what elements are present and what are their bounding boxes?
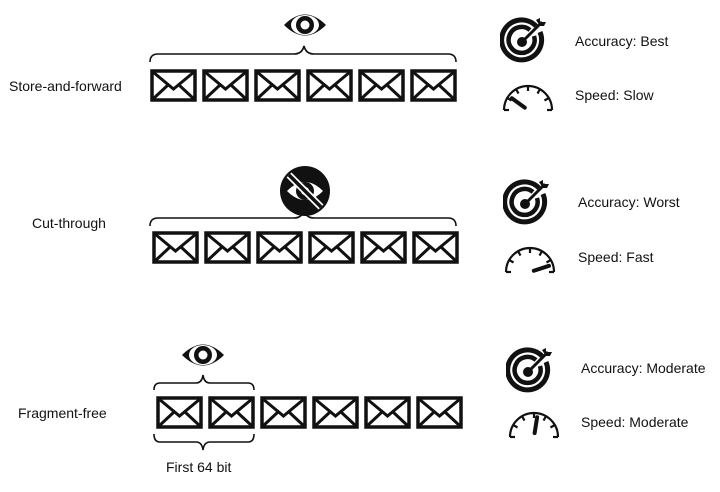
target-icon — [500, 17, 546, 63]
speedometer-icon — [502, 84, 554, 112]
row-label-cut-through: Cut-through — [32, 215, 106, 231]
accuracy-label: Accuracy: Worst — [578, 194, 680, 210]
envelope-icon — [156, 396, 203, 429]
row-label-store-and-forward: Store-and-forward — [9, 78, 122, 94]
frame-bracket-full — [149, 45, 457, 63]
envelope-icon — [360, 231, 407, 264]
speedometer-icon — [504, 246, 556, 274]
speed-label: Speed: Fast — [578, 249, 654, 265]
bracket-caption: First 64 bit — [166, 459, 232, 475]
speedometer-icon — [508, 411, 560, 439]
envelope-icon — [358, 69, 405, 102]
envelope-icon — [306, 69, 353, 102]
accuracy-label: Accuracy: Moderate — [581, 360, 706, 376]
envelope-icon — [152, 231, 199, 264]
envelope-icon — [208, 396, 255, 429]
target-icon — [503, 179, 549, 225]
fragment-bracket-bottom — [153, 433, 255, 451]
envelope-icon — [412, 231, 459, 264]
row-label-fragment-free: Fragment-free — [18, 405, 107, 421]
speed-label: Speed: Slow — [575, 87, 654, 103]
envelope-icon — [202, 69, 249, 102]
envelope-icon — [204, 231, 251, 264]
accuracy-label: Accuracy: Best — [575, 33, 669, 49]
envelope-icon — [260, 396, 307, 429]
fragment-bracket-top — [153, 374, 255, 391]
envelope-icon — [416, 396, 463, 429]
envelope-icon — [364, 396, 411, 429]
eye-crossed-icon — [280, 166, 330, 216]
speed-label: Speed: Moderate — [581, 414, 689, 430]
eye-icon — [182, 344, 224, 366]
eye-icon — [284, 14, 326, 36]
envelope-icon — [150, 69, 197, 102]
envelope-icon — [308, 231, 355, 264]
envelope-icon — [256, 231, 303, 264]
target-icon — [506, 347, 552, 393]
envelope-icon — [254, 69, 301, 102]
envelope-icon — [410, 69, 457, 102]
envelope-icon — [312, 396, 359, 429]
